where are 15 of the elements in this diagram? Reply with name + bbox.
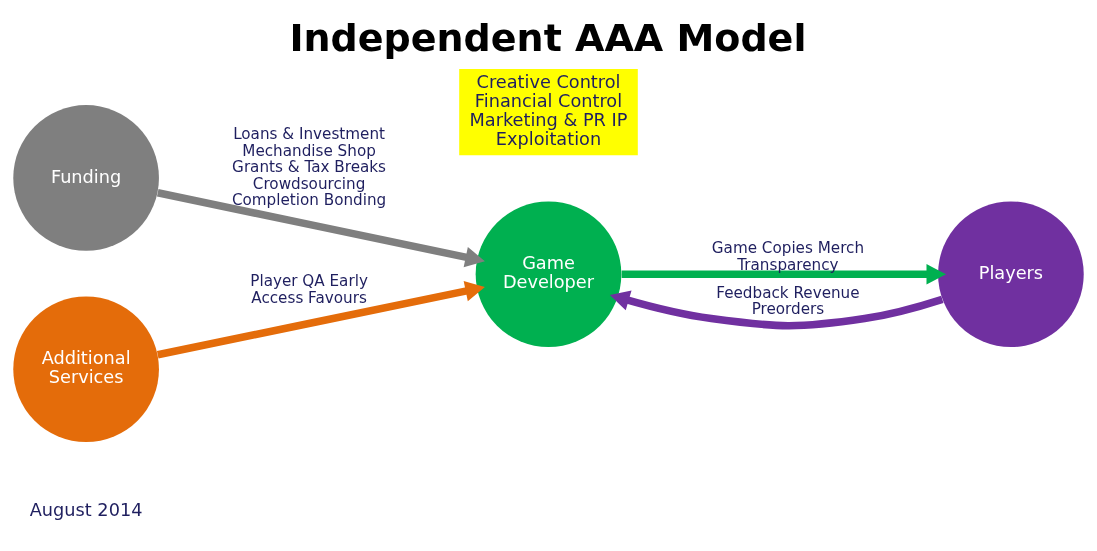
arrow <box>609 290 944 330</box>
edge-label: Feedback Revenue Preorders <box>716 283 860 319</box>
node-circle: Additional Services <box>13 296 159 443</box>
arrow <box>621 263 947 285</box>
edge-label: Game Copies Merch Transparency <box>711 239 865 274</box>
node-circle: Players <box>938 201 1084 348</box>
diagram-title: Independent AAA Model <box>289 16 807 61</box>
node-box: Creative Control Financial Control Marketing & PR IP Exploitation <box>459 69 638 156</box>
node-circle: Game Developer <box>475 201 622 348</box>
arrow <box>156 188 485 268</box>
node-circle: Funding <box>13 105 159 251</box>
label: August 2014 <box>29 499 143 520</box>
edge-label: Loans & Investment Mechandise Shop Grants & Tax Breaks Crowdsourcing Completion Bonding <box>231 125 387 210</box>
arrow <box>156 281 485 359</box>
edge-label: Player QA Early Access Favours <box>250 272 368 307</box>
